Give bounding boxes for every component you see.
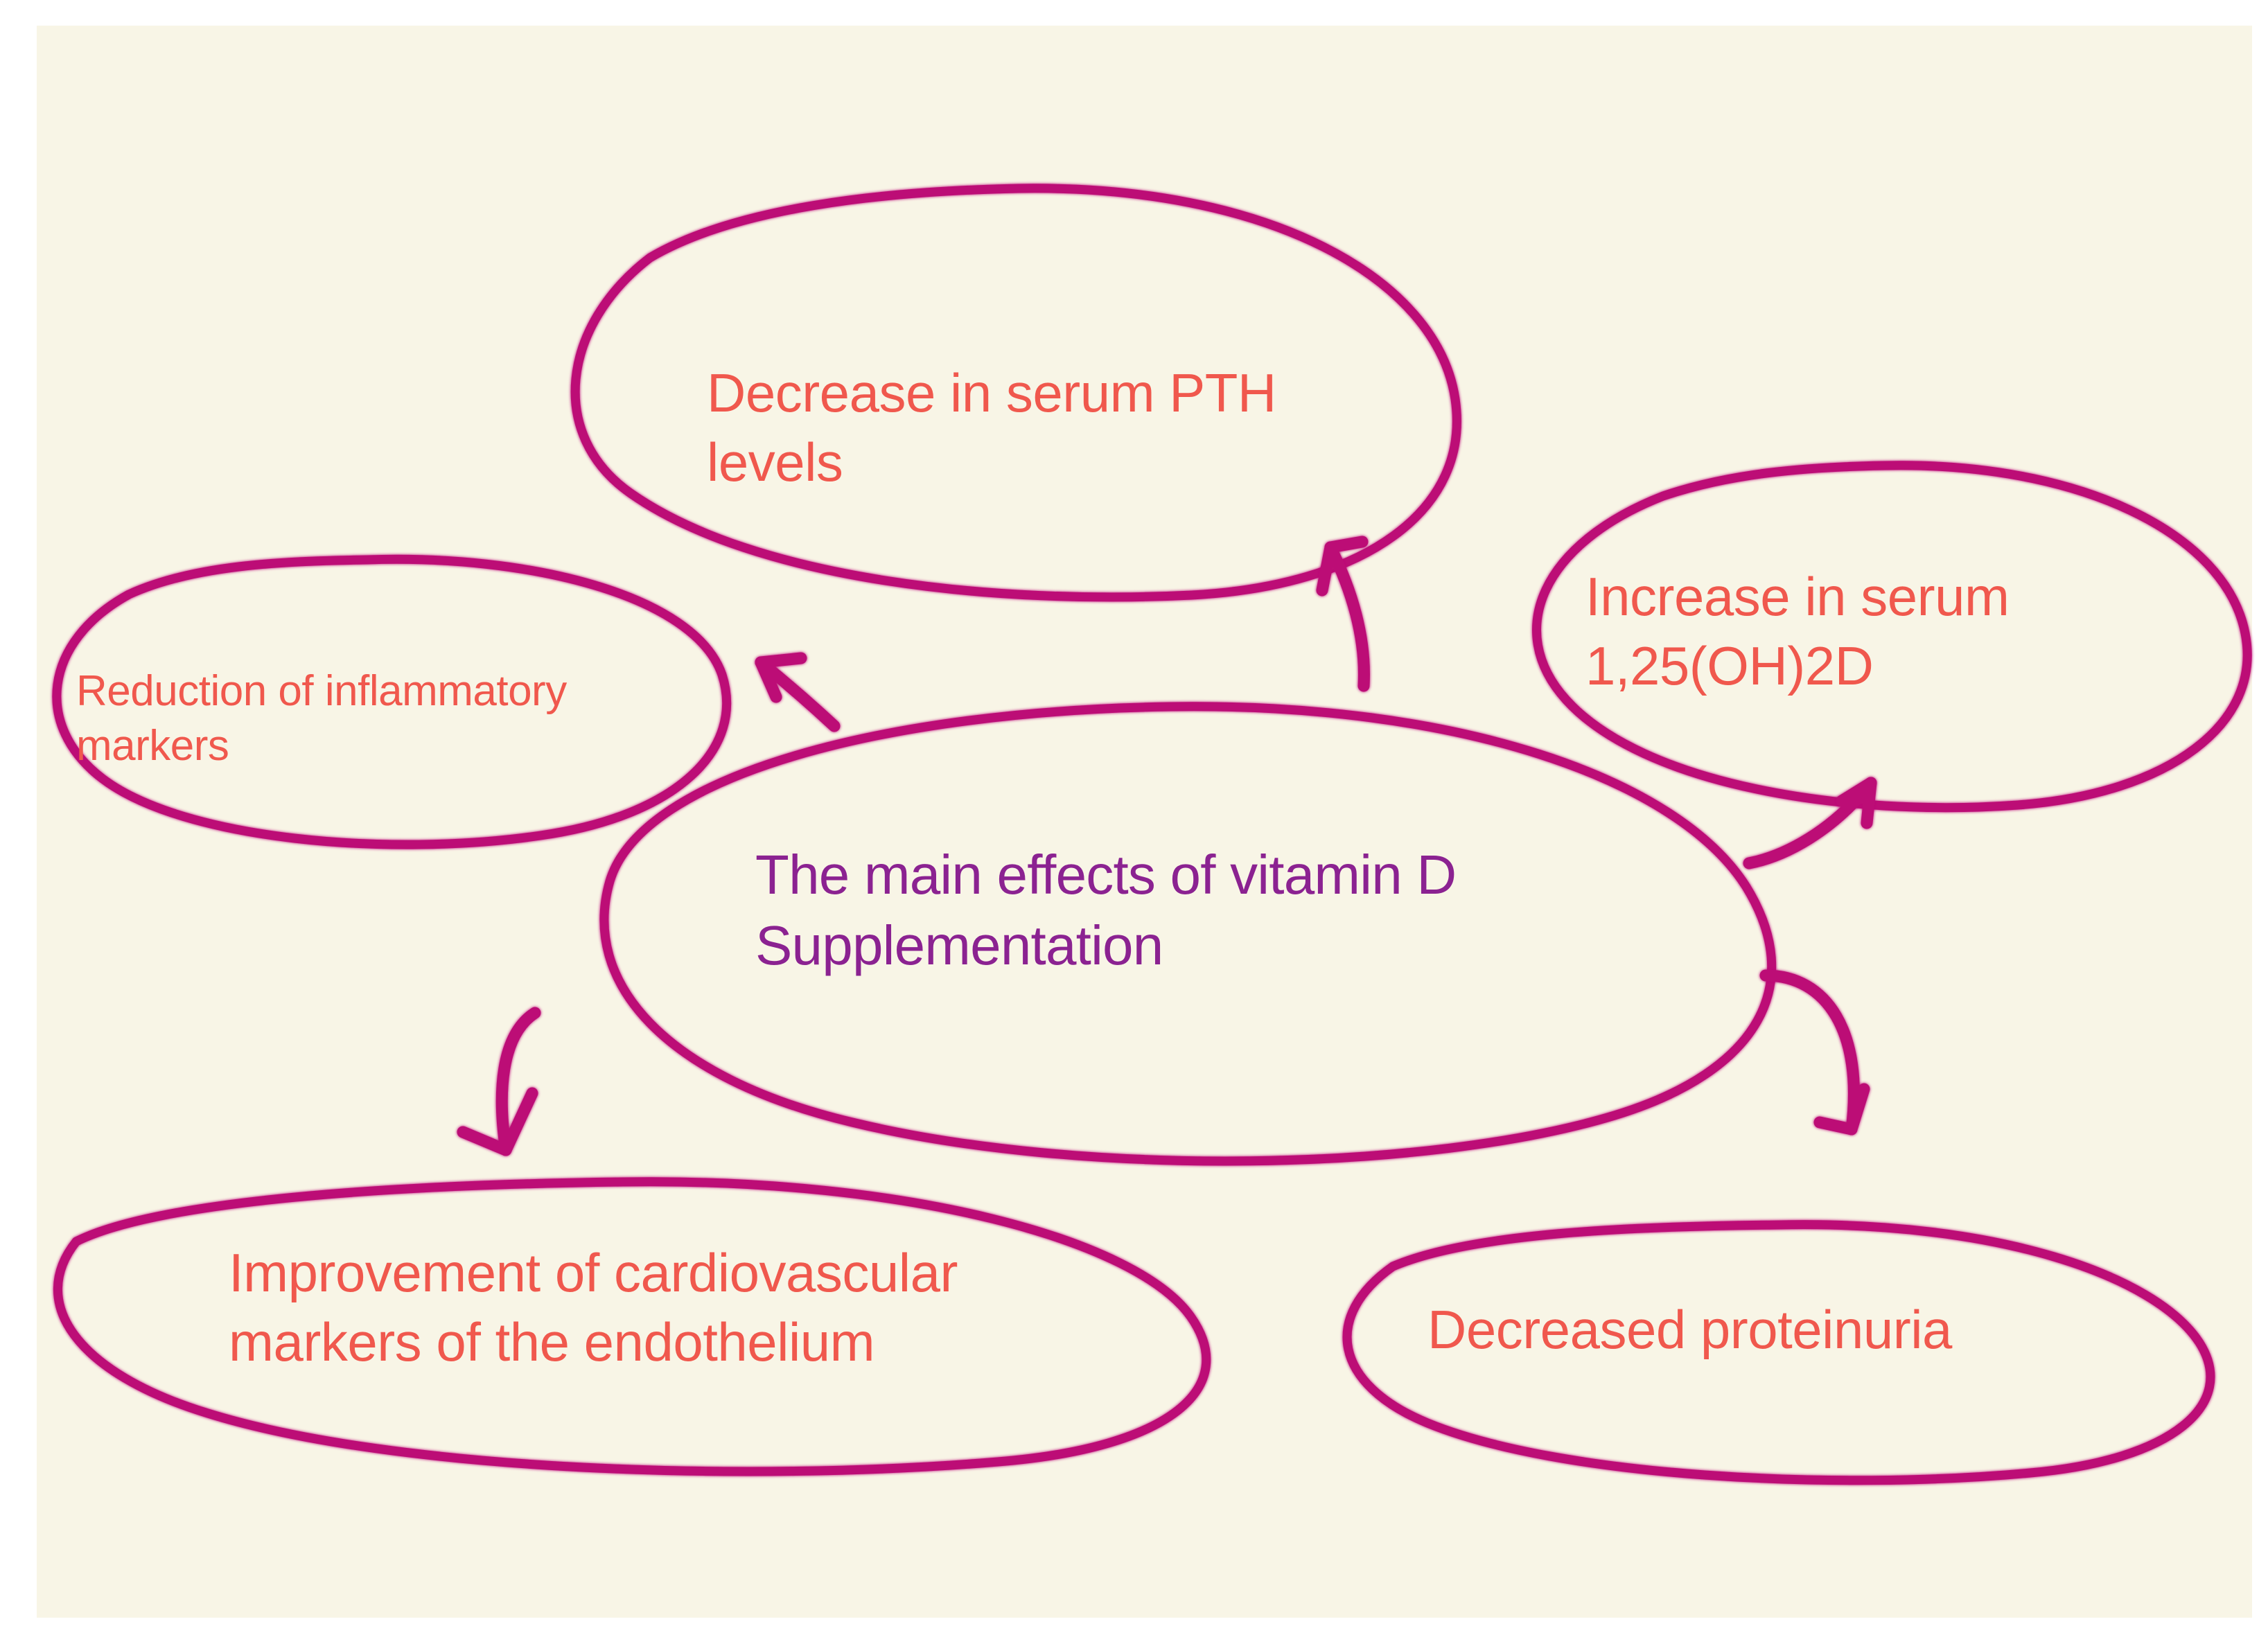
arrow-center-to-cardiovascular bbox=[457, 1007, 541, 1156]
ellipse-inflammatory[interactable] bbox=[52, 554, 732, 849]
node-label-pth: Decrease in serum PTH levels bbox=[707, 362, 1276, 493]
ellipse-proteinuria[interactable] bbox=[1342, 1220, 2215, 1485]
arrow-center-to-inflammatory bbox=[755, 652, 841, 732]
node-label-serum: Increase in serum 1,25(OH)2D bbox=[1585, 566, 2010, 696]
arrow-center-to-serum bbox=[1743, 777, 1877, 869]
arrow-center-to-proteinuria bbox=[1759, 969, 1870, 1135]
diagram-canvas bbox=[37, 26, 2252, 1618]
node-label-inflammatory: Reduction of inflammatory markers bbox=[76, 667, 567, 770]
ellipse-serum-1-25-oh-2d[interactable] bbox=[1532, 461, 2252, 813]
node-label-cardiovascular: Improvement of cardiovascular markers of… bbox=[229, 1242, 958, 1372]
ellipse-pth[interactable] bbox=[570, 184, 1461, 602]
arrow-center-to-pth bbox=[1316, 536, 1370, 692]
node-label-center: The main effects of vitamin D Supplement… bbox=[755, 844, 1457, 977]
ellipse-cardiovascular[interactable] bbox=[53, 1177, 1211, 1476]
node-label-proteinuria: Decreased proteinuria bbox=[1427, 1299, 1952, 1360]
ellipse-center[interactable] bbox=[599, 702, 1777, 1166]
